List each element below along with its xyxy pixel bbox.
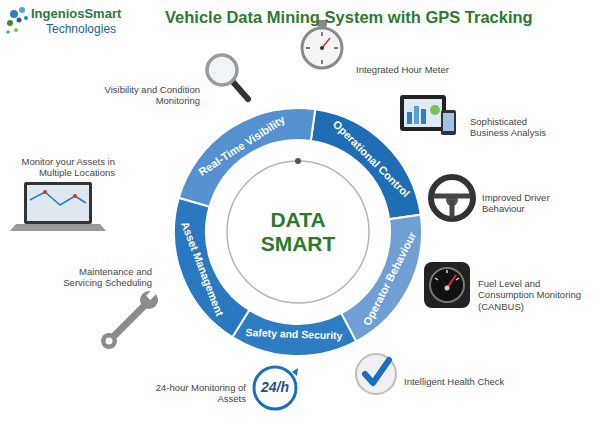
- icon-text: 24/h: [252, 379, 298, 396]
- laptop-icon: [10, 182, 106, 231]
- feature-label: Visibility and Condition Monitoring: [95, 84, 200, 107]
- fuel-gauge-icon: [424, 262, 470, 308]
- feature-label: 24-hour Monitoring of Assets: [138, 382, 246, 405]
- tablet-icon: [400, 95, 456, 135]
- segment-fill: [174, 198, 249, 337]
- magnifier-icon: [207, 55, 248, 99]
- logo-text: Technologies: [46, 22, 176, 36]
- logo-mark: [6, 7, 28, 34]
- feature-label: Monitor your Assets in Multiple Location…: [18, 156, 115, 179]
- wrench-icon: [101, 290, 158, 349]
- feature-label: Maintenance and Servicing Scheduling: [40, 266, 152, 289]
- segment-fill: [311, 109, 421, 219]
- diagram-title: Vehicle Data Mining System with GPS Trac…: [165, 8, 533, 28]
- feature-label: Integrated Hour Meter: [356, 64, 496, 75]
- segment-fill: [232, 310, 356, 356]
- logo-text: IngeniosSmart: [31, 6, 181, 22]
- stopwatch-icon: [302, 20, 342, 68]
- feature-label: Sophisticated Business Analysis: [470, 116, 565, 139]
- feature-label: Fuel Level and Consumption Monitoring (C…: [478, 278, 582, 312]
- feature-label: Improved Driver Behaviour: [482, 192, 562, 215]
- center-outline: [227, 161, 369, 303]
- center-text: DATA SMART: [253, 208, 343, 256]
- segment-fill: [179, 108, 315, 207]
- center-dot: [295, 158, 301, 164]
- feature-label: Intelligent Health Check: [404, 376, 554, 387]
- segment-fill: [341, 215, 422, 342]
- steering-wheel-icon: [431, 177, 473, 219]
- center-circle: DATA SMART: [226, 160, 370, 304]
- check-icon: [356, 354, 396, 394]
